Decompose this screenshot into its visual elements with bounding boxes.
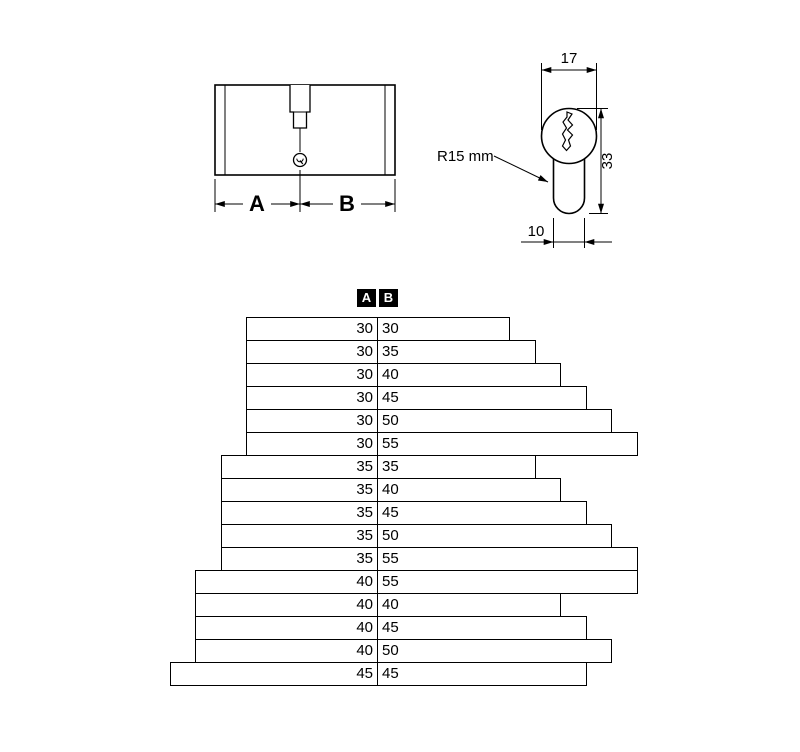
size-a-value: 40 — [196, 640, 378, 662]
size-b-value: 35 — [382, 343, 399, 360]
screw-detail-tick — [299, 160, 304, 165]
size-b-value: 45 — [382, 665, 399, 682]
dim-label-b: B — [339, 191, 355, 216]
size-a-value: 40 — [196, 594, 378, 616]
cylinder-profile-view — [540, 107, 598, 215]
size-b-value: 55 — [382, 550, 399, 567]
size-a-value: 30 — [247, 410, 378, 432]
table-header-b-label: B — [383, 290, 394, 305]
size-a-value: 45 — [171, 663, 378, 685]
dim-label-10: 10 — [528, 223, 545, 240]
dim-10: 10 — [521, 218, 612, 248]
size-b-value: 35 — [382, 458, 399, 475]
size-b-value: 40 — [382, 366, 399, 383]
screw-detail — [296, 158, 304, 163]
size-a-value: 35 — [222, 456, 378, 478]
size-b-value: 40 — [382, 481, 399, 498]
dim-r15: R15 mm — [437, 148, 549, 183]
size-a-value: 30 — [247, 387, 378, 409]
technical-drawing: A B 17 33 10 — [214, 50, 616, 248]
ab-dimension: A B — [214, 170, 396, 216]
size-b-value: 50 — [382, 412, 399, 429]
size-a-value: 35 — [222, 479, 378, 501]
size-b-value: 50 — [382, 642, 399, 659]
dim-33: 33 — [577, 108, 616, 214]
profile-circle — [540, 107, 598, 165]
profile-lower-body — [552, 158, 586, 215]
size-a-value: 30 — [247, 341, 378, 363]
size-b-value: 45 — [382, 619, 399, 636]
dim-label-r15: R15 mm — [437, 148, 494, 165]
size-a-value: 40 — [196, 617, 378, 639]
size-a-value: 35 — [222, 548, 378, 570]
size-b-value: 40 — [382, 596, 399, 613]
size-a-value: 40 — [196, 571, 378, 593]
size-b-value: 30 — [382, 320, 399, 337]
dim-label-17: 17 — [561, 50, 578, 67]
cylinder-side-view — [214, 84, 396, 176]
size-b-value: 50 — [382, 527, 399, 544]
size-a-value: 30 — [247, 318, 378, 340]
dim-label-a: A — [249, 191, 265, 216]
size-a-value: 30 — [247, 433, 378, 455]
keyway-profile — [561, 111, 574, 152]
size-b-value: 45 — [382, 389, 399, 406]
size-b-value: 45 — [382, 504, 399, 521]
table-header-b: B — [379, 289, 398, 307]
size-a-value: 35 — [222, 525, 378, 547]
size-a-value: 35 — [222, 502, 378, 524]
size-b-value: 55 — [382, 435, 399, 452]
dim-17: 17 — [541, 50, 597, 130]
dim-label-33: 33 — [599, 153, 616, 170]
leader-line — [493, 155, 549, 183]
table-header-a-label: A — [361, 290, 372, 305]
table-header-a: A — [357, 289, 376, 307]
fixing-screw-hole — [292, 152, 308, 168]
size-a-value: 30 — [247, 364, 378, 386]
size-b-value: 55 — [382, 573, 399, 590]
